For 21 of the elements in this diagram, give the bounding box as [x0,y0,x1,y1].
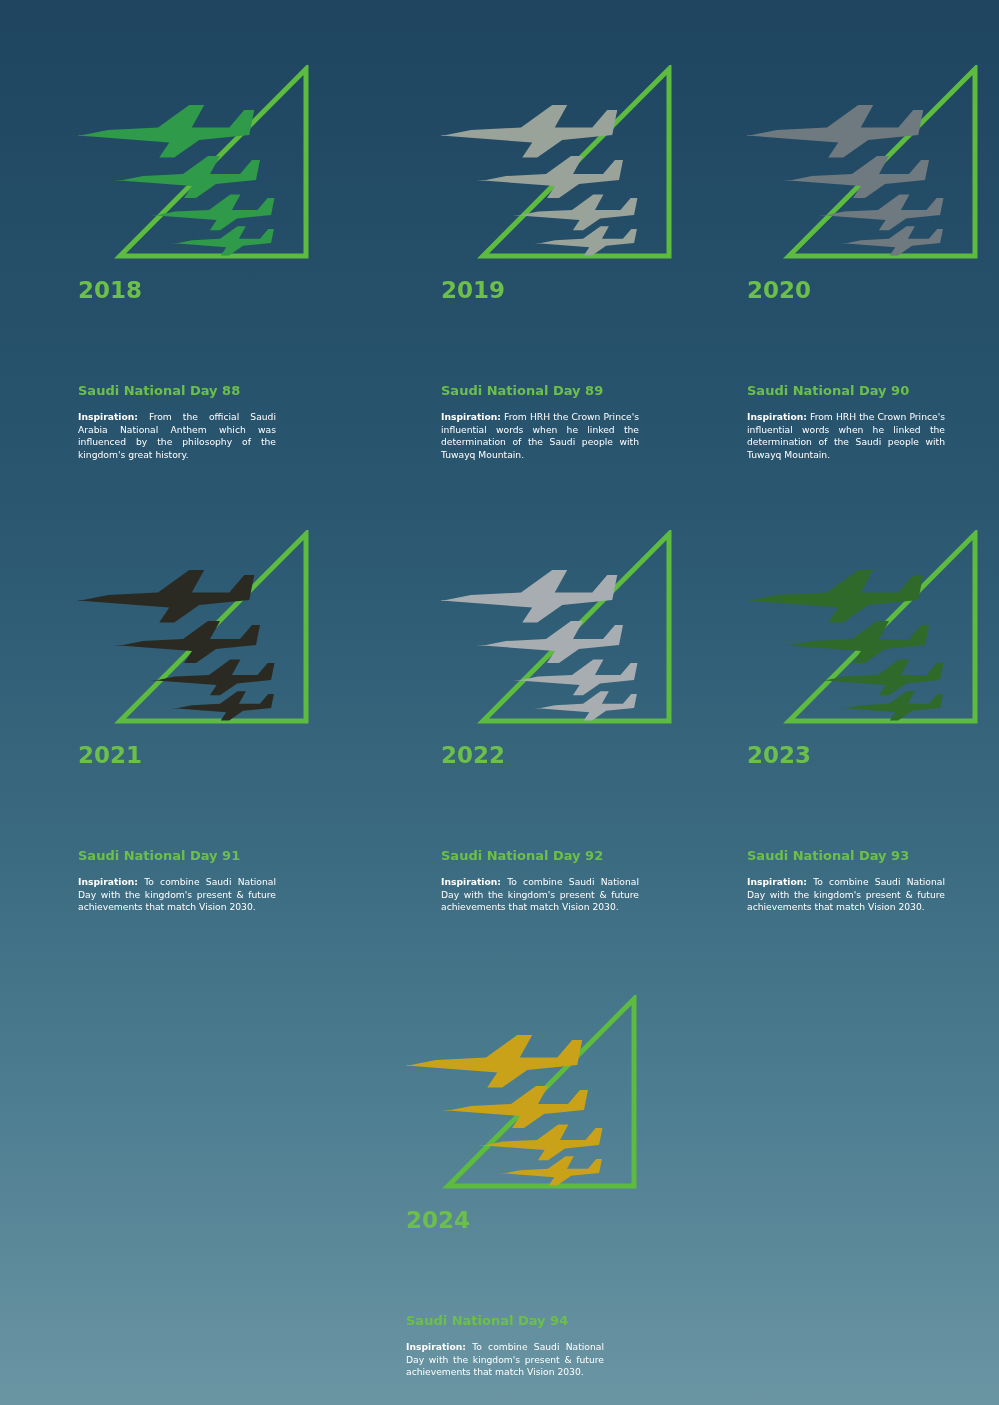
inspiration-text: Inspiration: From HRH the Crown Prince's influential words when he linked the determination of the Saudi people with Tuwayq Mountain. [441,411,639,462]
day-title: Saudi National Day 94 [406,1313,569,1328]
day-title: Saudi National Day 92 [441,848,604,863]
year-heading: 2021 [78,742,142,768]
day-title: Saudi National Day 88 [78,383,241,398]
day-title: Saudi National Day 91 [78,848,241,863]
inspiration-text: Inspiration: From the official Saudi Arabia National Anthem which was influenced by the philosophy of the kingdom's great history. [78,411,276,462]
year-heading: 2024 [406,1207,470,1233]
year-heading: 2020 [747,277,811,303]
inspiration-text: Inspiration: To combine Saudi National Day with the kingdom's present & future achievements that match Vision 2030. [441,876,639,914]
day-title: Saudi National Day 89 [441,383,604,398]
inspiration-text: Inspiration: From HRH the Crown Prince's influential words when he linked the determination of the Saudi people with Tuwayq Mountain. [747,411,945,462]
year-heading: 2023 [747,742,811,768]
inspiration-text: Inspiration: To combine Saudi National Day with the kingdom's present & future achievements that match Vision 2030. [747,876,945,914]
inspiration-text: Inspiration: To combine Saudi National Day with the kingdom's present & future achievements that match Vision 2030. [78,876,276,914]
day-title: Saudi National Day 93 [747,848,910,863]
year-heading: 2022 [441,742,505,768]
year-heading: 2019 [441,277,505,303]
inspiration-text: Inspiration: To combine Saudi National Day with the kingdom's present & future achievements that match Vision 2030. [406,1341,604,1379]
year-heading: 2018 [78,277,142,303]
day-title: Saudi National Day 90 [747,383,910,398]
